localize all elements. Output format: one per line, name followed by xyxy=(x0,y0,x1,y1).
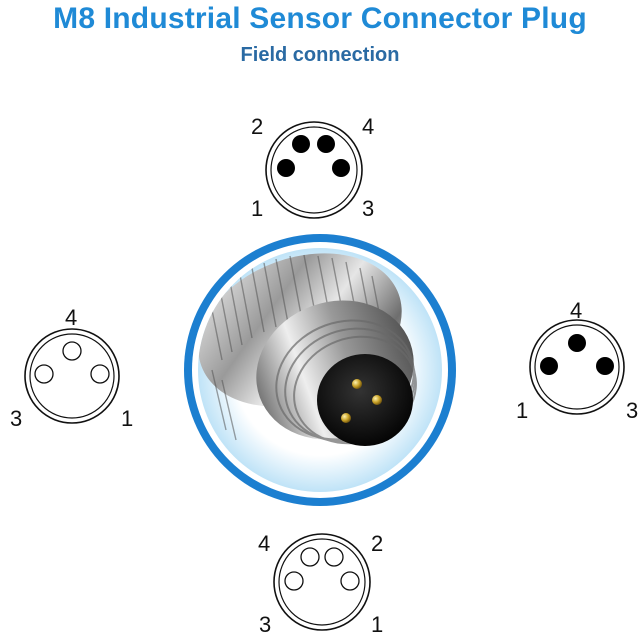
3-pin-connector-male-icon: 4 1 3 xyxy=(516,298,638,423)
pin-1 xyxy=(340,571,360,591)
gold-pin xyxy=(352,379,362,389)
m8-connector-photo-icon xyxy=(198,253,417,446)
pin-label-top-left: 4 xyxy=(258,531,270,556)
4-pin-connector-female-icon: 4 2 3 1 xyxy=(258,531,383,636)
page-subtitle: Field connection xyxy=(240,44,400,66)
outer-ring xyxy=(265,121,363,219)
pin-1 xyxy=(90,364,110,384)
pin-label-bottom-left: 1 xyxy=(516,398,528,423)
inner-ring xyxy=(534,324,620,410)
gold-pin xyxy=(341,413,351,423)
pin-label-bottom-right: 1 xyxy=(121,406,133,431)
pin-label-bottom-left: 1 xyxy=(251,196,263,221)
4-pin-connector-male-icon: 2 4 1 3 xyxy=(251,114,374,221)
outer-ring xyxy=(273,533,371,631)
pin-label-bottom-right: 1 xyxy=(371,612,383,636)
pin-4 xyxy=(568,334,586,352)
inner-ring xyxy=(270,126,358,214)
pin-2 xyxy=(324,547,344,567)
pin-4 xyxy=(300,547,320,567)
pin-label-bottom-right: 3 xyxy=(362,196,374,221)
pin-label-top-right: 2 xyxy=(371,531,383,556)
outer-ring xyxy=(529,319,625,415)
pin-1 xyxy=(540,357,558,375)
pin-2 xyxy=(292,135,310,153)
pin-label-top-right: 4 xyxy=(362,114,374,139)
pin-label-bottom-left: 3 xyxy=(259,612,271,636)
pin-label-top-left: 2 xyxy=(251,114,263,139)
pin-label-bottom-left: 3 xyxy=(10,406,22,431)
connector-face xyxy=(317,354,413,446)
gold-pin xyxy=(372,395,382,405)
pin-3 xyxy=(284,571,304,591)
pin-4 xyxy=(62,341,82,361)
inner-ring xyxy=(278,538,366,626)
pin-label-bottom-right: 3 xyxy=(626,398,638,423)
pin-4 xyxy=(317,135,335,153)
pin-label-top: 4 xyxy=(65,305,77,330)
pin-1 xyxy=(277,159,295,177)
inner-ring xyxy=(29,333,115,419)
outer-ring xyxy=(24,328,120,424)
3-pin-connector-female-icon: 4 3 1 xyxy=(10,305,133,431)
pin-3 xyxy=(332,159,350,177)
pin-label-top: 4 xyxy=(570,298,582,323)
pin-3 xyxy=(596,357,614,375)
connector-photo xyxy=(184,234,456,506)
page-title: M8 Industrial Sensor Connector Plug xyxy=(53,2,587,35)
pin-3 xyxy=(34,364,54,384)
